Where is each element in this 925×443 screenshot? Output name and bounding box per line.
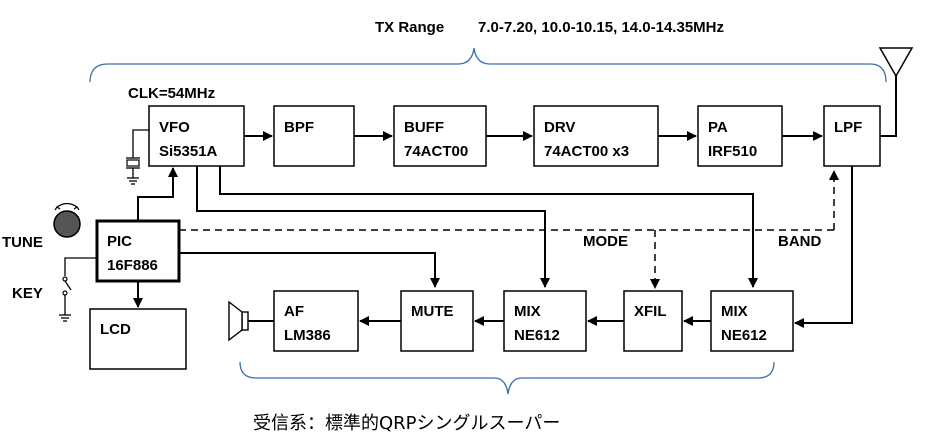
rx-caption: 受信系：標準的QRPシングルスーパー <box>253 413 560 434</box>
lcd-block: LCD <box>89 308 187 370</box>
drv-block: DRV 74ACT00 x3 <box>533 105 659 167</box>
mix2-block: MIX NE612 <box>710 290 794 352</box>
svg-text:74ACT00 x3: 74ACT00 x3 <box>544 143 629 160</box>
antenna-icon <box>878 47 914 137</box>
tune-label: TUNE <box>2 234 43 251</box>
svg-text:74ACT00: 74ACT00 <box>404 143 468 160</box>
svg-text:LPF: LPF <box>834 119 862 136</box>
crystal-icon <box>126 129 149 185</box>
svg-text:DRV: DRV <box>544 119 575 136</box>
af-block: AF LM386 <box>273 290 359 352</box>
svg-text:BPF: BPF <box>284 119 314 136</box>
svg-text:LCD: LCD <box>100 321 131 338</box>
xfil-block: XFIL <box>623 290 683 352</box>
tx-range-value: 7.0-7.20, 10.0-10.15, 14.0-14.35MHz <box>478 19 724 36</box>
svg-text:MIX: MIX <box>721 303 748 320</box>
lpf-block: LPF <box>823 105 881 167</box>
tune-knob-icon <box>53 202 81 238</box>
pic-block: PIC 16F886 <box>95 219 181 283</box>
svg-text:16F886: 16F886 <box>107 257 158 274</box>
key-switch-icon <box>59 257 97 322</box>
svg-text:Si5351A: Si5351A <box>159 143 218 160</box>
svg-text:XFIL: XFIL <box>634 303 667 320</box>
svg-text:MIX: MIX <box>514 303 541 320</box>
svg-text:PIC: PIC <box>107 233 132 250</box>
speaker-icon <box>228 300 274 342</box>
vfo-block: VFO Si5351A <box>148 105 245 167</box>
tx-range-label: TX Range <box>375 19 444 36</box>
svg-text:LM386: LM386 <box>284 327 331 344</box>
buff-block: BUFF 74ACT00 <box>393 105 487 167</box>
band-label: BAND <box>778 233 821 250</box>
svg-text:NE612: NE612 <box>514 327 560 344</box>
svg-text:NE612: NE612 <box>721 327 767 344</box>
vfo-to-mix1-wire <box>196 166 550 288</box>
lpf-to-mix2-wire <box>794 166 853 328</box>
vfo-to-mix2-wire <box>219 166 758 288</box>
tx-brace <box>89 47 887 83</box>
pic-to-vfo-wire <box>137 167 178 221</box>
svg-text:MUTE: MUTE <box>411 303 454 320</box>
rx-brace <box>239 361 775 395</box>
mode-label: MODE <box>583 233 628 250</box>
svg-text:AF: AF <box>284 303 304 320</box>
svg-text:PA: PA <box>708 119 728 136</box>
pa-block: PA IRF510 <box>697 105 783 167</box>
bpf-block: BPF <box>273 105 355 167</box>
mix1-block: MIX NE612 <box>503 290 587 352</box>
svg-text:VFO: VFO <box>159 119 190 136</box>
clock-label: CLK=54MHz <box>128 85 215 102</box>
mute-block: MUTE <box>400 290 474 352</box>
pic-to-mute-wire <box>179 252 440 288</box>
svg-text:BUFF: BUFF <box>404 119 444 136</box>
key-label: KEY <box>12 285 43 302</box>
svg-text:IRF510: IRF510 <box>708 143 757 160</box>
